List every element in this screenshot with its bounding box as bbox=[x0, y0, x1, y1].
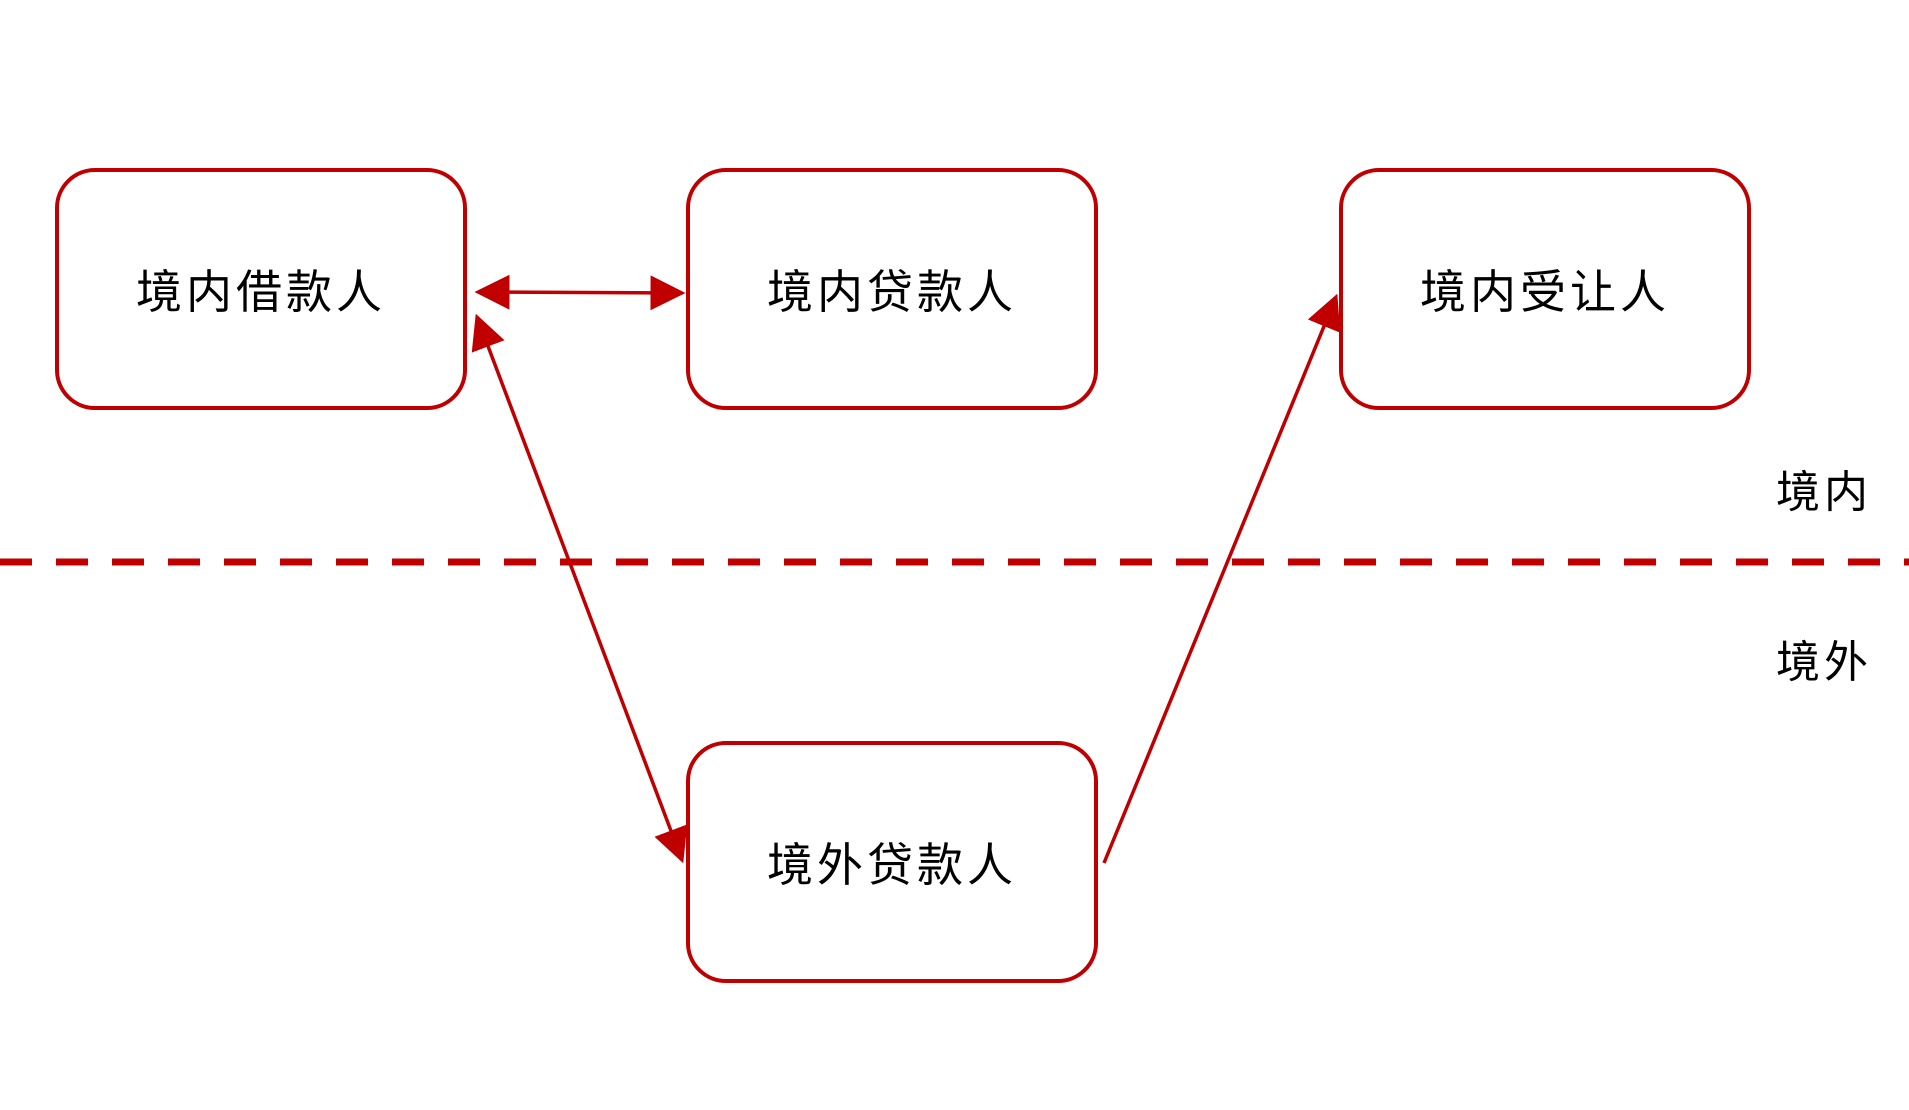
node-domestic-transferee: 境内受让人 bbox=[1339, 168, 1751, 410]
region-label-domestic: 境内 bbox=[1776, 467, 1872, 518]
node-domestic-transferee-label: 境内受让人 bbox=[1420, 265, 1670, 319]
node-overseas-lender-label: 境外贷款人 bbox=[767, 838, 1017, 892]
node-overseas-lender: 境外贷款人 bbox=[686, 741, 1098, 983]
node-domestic-borrower: 境内借款人 bbox=[55, 168, 467, 410]
node-domestic-lender-label: 境内贷款人 bbox=[767, 265, 1017, 319]
arrow-overseas-lender-transferee bbox=[1102, 293, 1341, 864]
node-domestic-borrower-label: 境内借款人 bbox=[136, 265, 386, 319]
arrow-borrower-overseas-lender bbox=[471, 313, 688, 864]
arrow-borrower-domestic-lender bbox=[474, 274, 686, 311]
region-label-overseas: 境外 bbox=[1776, 637, 1872, 688]
node-domestic-lender: 境内贷款人 bbox=[686, 168, 1098, 410]
